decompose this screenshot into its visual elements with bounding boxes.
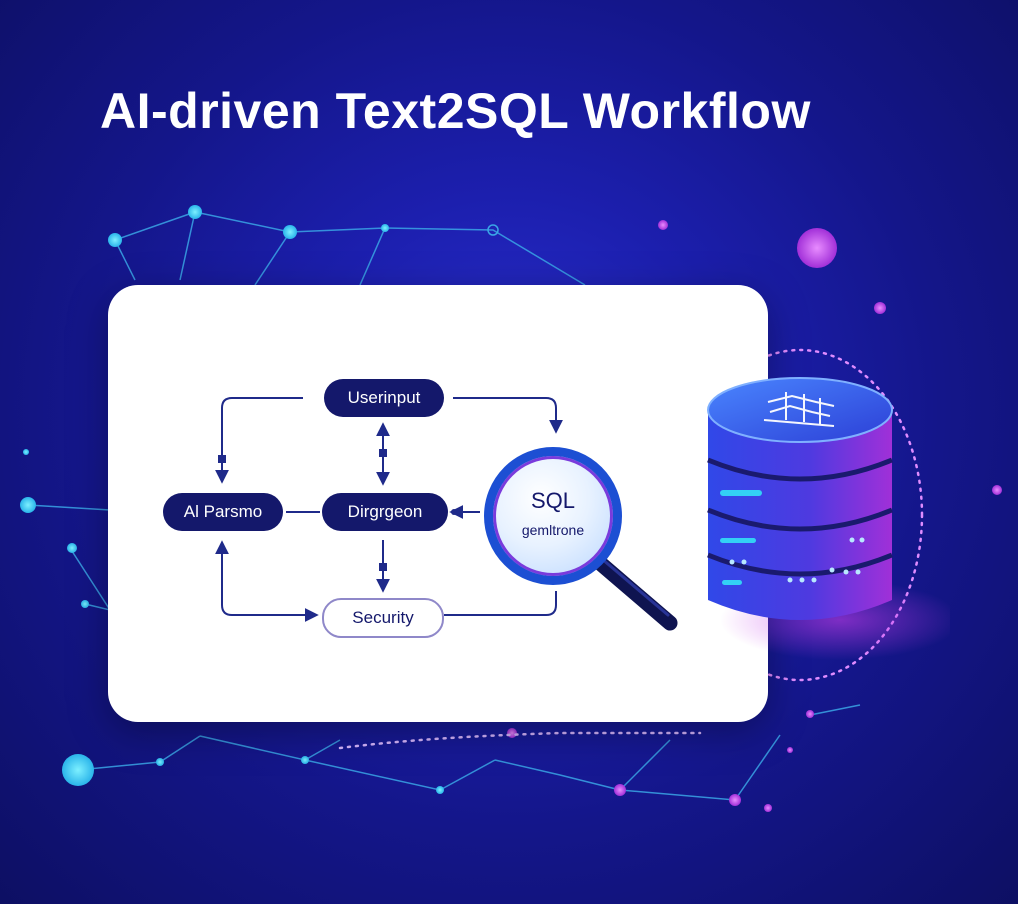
workflow-arrows (215, 397, 563, 622)
node-security: Security (322, 598, 444, 638)
magnifier-title: SQL (530, 488, 576, 513)
workflow-card: Userinput Al Parsmo Dirgrgeon Security S… (108, 285, 768, 722)
magnifier-icon: SQL gemltrone (484, 447, 622, 585)
page-title: AI-driven Text2SQL Workflow (100, 83, 811, 139)
node-ai-parsing: Al Parsmo (163, 493, 283, 531)
magnifier-handle (592, 555, 678, 631)
node-diagram: Dirgrgeon (322, 493, 448, 531)
node-user-input: Userinput (324, 379, 444, 417)
magnifier-subtitle: gemltrone (521, 522, 585, 538)
database-icon (707, 377, 950, 660)
